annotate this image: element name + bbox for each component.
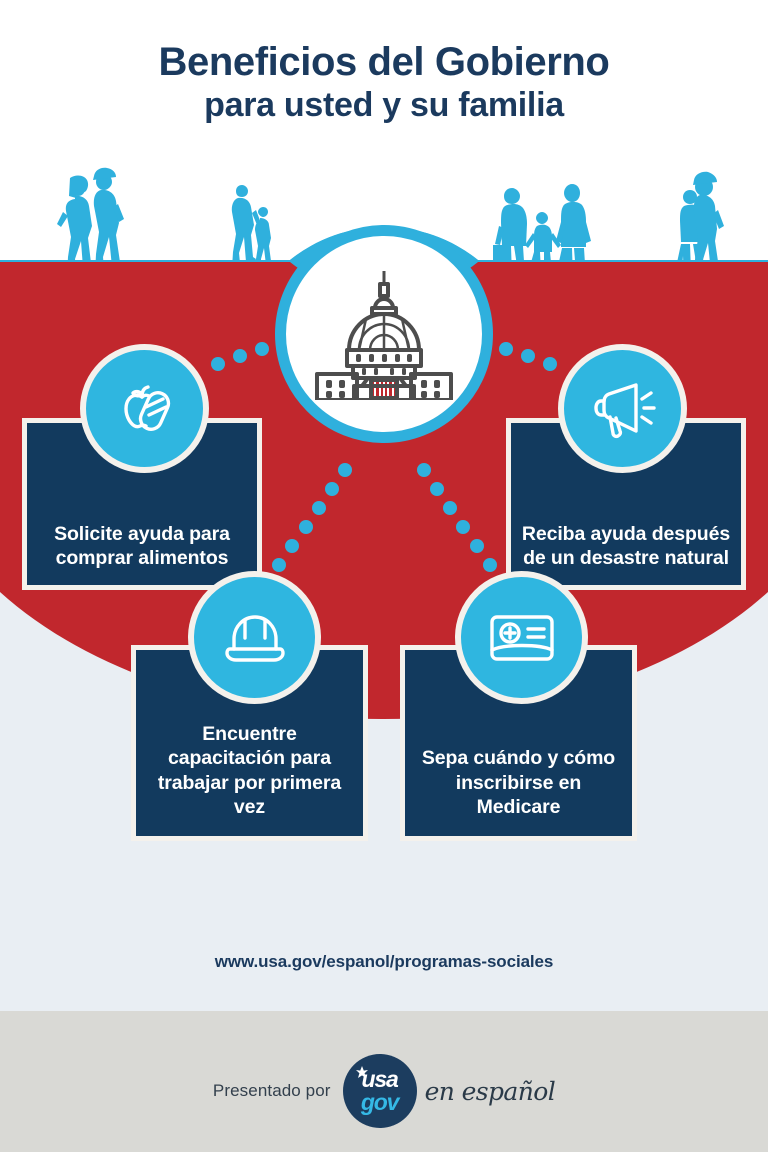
capitol-center-node xyxy=(275,225,493,443)
medical-card-icon xyxy=(489,614,554,661)
usagov-gov-text: gov xyxy=(360,1089,399,1115)
card-medicare-icon-bubble xyxy=(455,571,588,704)
usagov-usa-text: usa xyxy=(361,1066,399,1092)
card-medicare-label: Sepa cuándo y cómo inscribirse en Medica… xyxy=(421,747,616,819)
header-area: Beneficios del Gobierno para usted y su … xyxy=(0,0,768,262)
card-food-icon-bubble xyxy=(80,344,209,473)
website-url[interactable]: www.usa.gov/espanol/programas-sociales xyxy=(214,952,554,971)
capitol-building-icon xyxy=(315,271,453,400)
apple-pill-icon xyxy=(123,384,170,431)
title-line-1: Beneficios del Gobierno xyxy=(158,40,610,84)
card-disaster-icon-bubble xyxy=(558,344,687,473)
footer-row: Presentado por usa gov en español xyxy=(0,1054,768,1128)
usagov-logo[interactable]: usa gov xyxy=(342,1054,417,1128)
card-training-icon-bubble xyxy=(188,571,321,704)
card-food-label: Solicite ayuda para comprar alimentos xyxy=(54,522,230,570)
megaphone-icon xyxy=(593,382,656,438)
star-icon xyxy=(355,1066,368,1078)
hard-hat-icon xyxy=(224,614,285,662)
en-espanol-label: en español xyxy=(424,1076,556,1106)
card-training-label: Encuentre capacitación para trabajar por… xyxy=(157,722,342,819)
title-line-2: para usted y su familia xyxy=(204,85,564,124)
page-title: Beneficios del Gobierno para usted y su … xyxy=(0,40,768,125)
presented-by-label: Presentado por xyxy=(212,1081,331,1100)
card-disaster-label: Reciba ayuda después de un desastre natu… xyxy=(521,522,731,570)
